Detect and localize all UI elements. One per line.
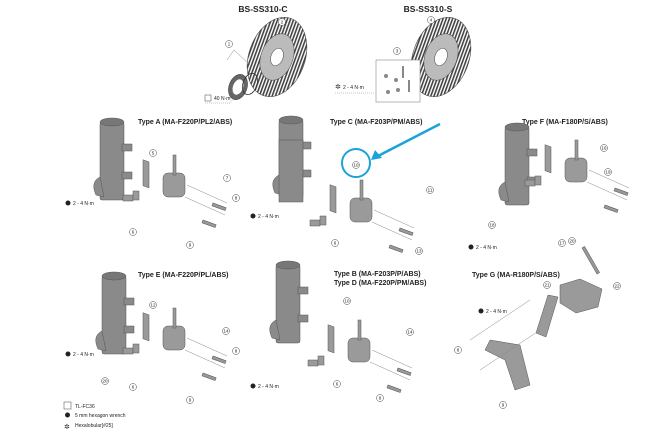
legend-label: 5 mm hexagon wrench [75, 413, 126, 419]
callout: 22 [614, 284, 620, 289]
callout: 1 [228, 42, 231, 47]
callout: 13 [416, 249, 422, 254]
callout: 10 [353, 163, 359, 168]
callout: 17 [559, 241, 565, 246]
callout: 8 [235, 196, 238, 201]
callout: 20 [569, 239, 575, 244]
callout: 5 [152, 151, 155, 156]
callout: 19 [605, 170, 611, 175]
callout: 7 [226, 176, 229, 181]
caliper-title: Type E (MA-F220P/PL/ABS) [138, 272, 229, 279]
tl-fc36-tool-icon [204, 94, 212, 102]
torque-label: 2 - 4 N·m [258, 214, 279, 220]
hex-wrench-icon [65, 412, 70, 418]
rotor-title: BS-SS310-S [404, 4, 453, 14]
callout: 14 [223, 329, 229, 334]
callout: 9 [379, 396, 382, 401]
callout: 8 [457, 348, 460, 353]
hex-wrench-icon [65, 351, 71, 357]
rotor-bs-ss310-c: BS-SS310-C 1 2 40 N·m [204, 4, 308, 104]
caliper-type-a: Type A (MA-F220P/PL2/ABS) 2 - 4 N·m 5 6 … [65, 117, 240, 249]
callout: 4 [430, 18, 433, 23]
torque-label: 2 - 4 N·m [73, 201, 94, 207]
callout: 12 [150, 303, 156, 308]
callout: 14 [407, 330, 413, 335]
caliper-title-b: Type B (MA-F203P/P/ABS) [334, 271, 421, 278]
caliper-title: Type G (MA-R180P/S/ABS) [472, 272, 560, 279]
caliper-title: Type A (MA-F220P/PL2/ABS) [138, 119, 232, 126]
highlight-circle [341, 148, 371, 178]
torque-label: 40 N·m [214, 96, 230, 102]
caliper-type-g: Type G (MA-R180P/S/ABS) 2 - 4 N·m 21 22 … [454, 239, 621, 409]
torque-label: 2 - 4 N·m [343, 85, 364, 91]
caliper-title: Type C (MA-F203P/PM/ABS) [330, 119, 422, 126]
tl-fc36-tool-icon [63, 401, 72, 410]
caliper-type-e: Type E (MA-F220P/PL/ABS) 2 - 4 N·m 12 14… [65, 271, 240, 404]
callout: 11 [428, 188, 433, 193]
legend: TL-FC36 5 mm hexagon wrench ✲ Hexalobula… [63, 401, 126, 431]
callout: 18 [489, 223, 495, 228]
caliper-type-b-d: Type B (MA-F203P/P/ABS) Type D (MA-F220P… [250, 260, 426, 402]
callout: 6 [132, 230, 135, 235]
rotor-bs-ss310-s: BS-SS310-S 3 4 ✲ 2 - 4 N·m [335, 4, 472, 103]
hex-wrench-icon [468, 244, 474, 250]
hex-wrench-icon [250, 383, 256, 389]
callout: 3 [396, 49, 399, 54]
torque-label: 2 - 4 N·m [258, 384, 279, 390]
rotor-title: BS-SS310-C [238, 4, 287, 14]
arrow-head-icon [371, 150, 382, 160]
torque-label: 2 - 4 N·m [486, 309, 507, 315]
torque-label: 2 - 4 N·m [73, 352, 94, 358]
caliper-type-f: Type F (MA-F180P/S/ABS) 2 - 4 N·m 16 19 … [468, 119, 630, 251]
callout: 6 [334, 241, 337, 246]
callout: 16 [601, 146, 607, 151]
callout: 21 [544, 283, 550, 288]
callout: 6 [132, 385, 135, 390]
hex-wrench-icon [478, 308, 484, 314]
callout: 2 [281, 20, 284, 25]
caliper-title-d: Type D (MA-F220P/PM/ABS) [334, 280, 426, 287]
callout: 9 [189, 398, 192, 403]
legend-label: Hexalobular[#25] [75, 423, 113, 429]
caliper-type-c: Type C (MA-F203P/PM/ABS) 2 - 4 N·m 10 11… [250, 115, 441, 255]
callout: 10 [344, 299, 350, 304]
highlight-arrow [377, 122, 441, 158]
caliper-title: Type F (MA-F180P/S/ABS) [522, 119, 608, 126]
callout: 20 [102, 379, 108, 384]
hexalobular-icon: ✲ [64, 423, 70, 431]
callout: 6 [336, 382, 339, 387]
hexalobular-icon: ✲ [335, 83, 341, 91]
hex-wrench-icon [250, 213, 256, 219]
hex-wrench-icon [65, 200, 71, 206]
callout: 9 [502, 403, 505, 408]
torque-label: 2 - 4 N·m [476, 245, 497, 251]
callout: 9 [189, 243, 192, 248]
legend-label: TL-FC36 [75, 404, 95, 410]
callout: 8 [235, 349, 238, 354]
